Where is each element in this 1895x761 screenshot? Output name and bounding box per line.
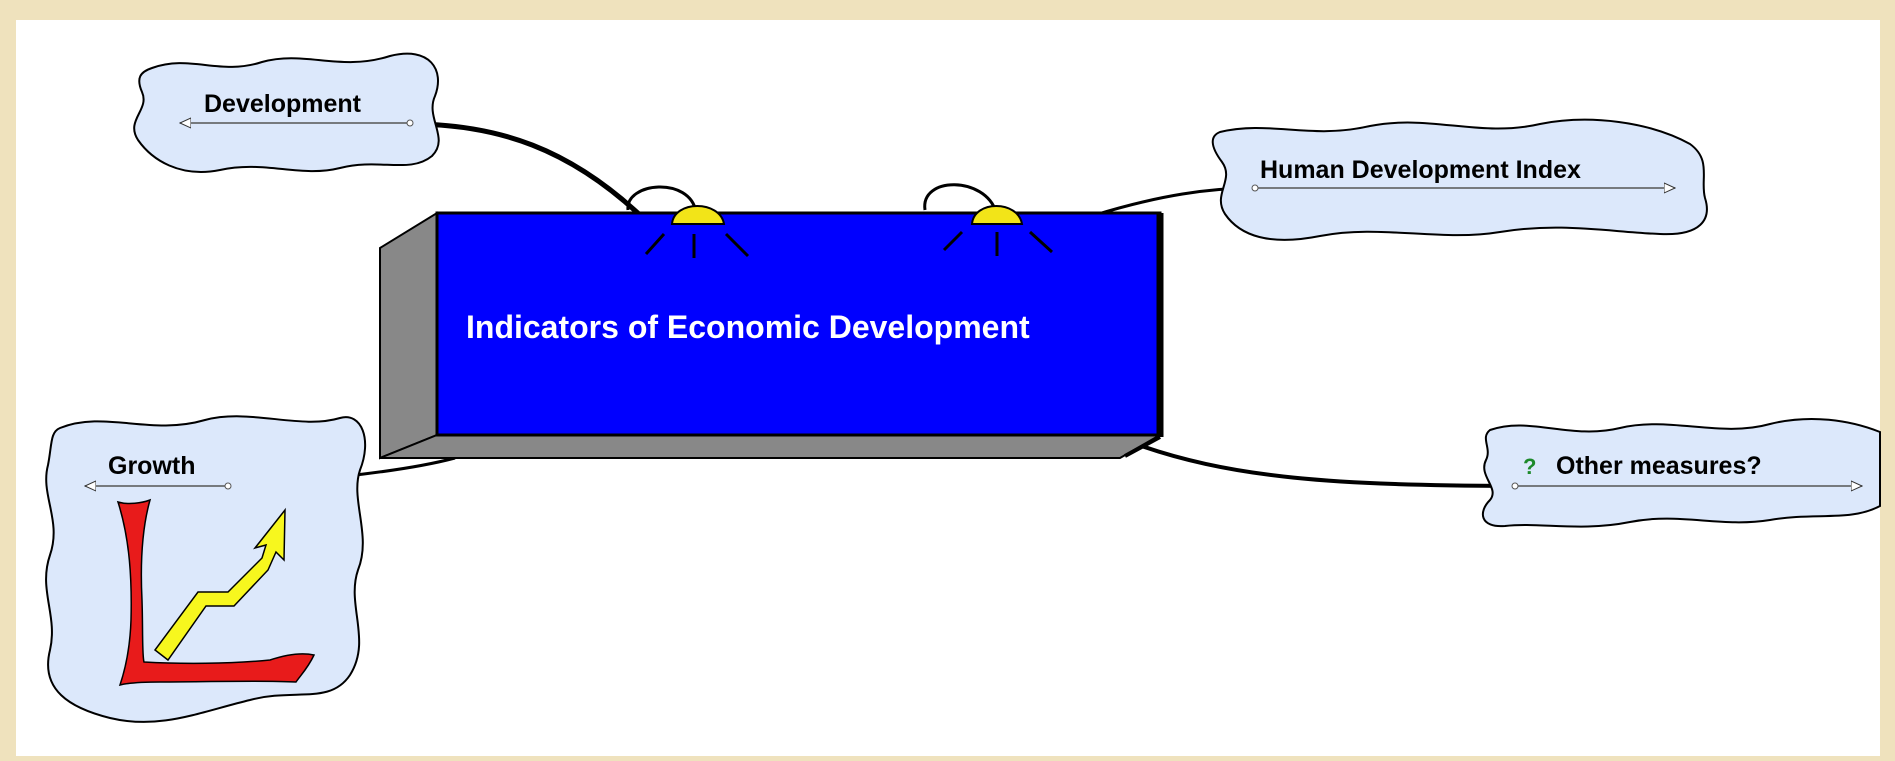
cloud-bubble (1481, 417, 1881, 528)
topic-growth[interactable]: Growth (45, 415, 367, 723)
cloud-bubble (45, 415, 367, 723)
lamp-icon-left (626, 185, 750, 258)
red-axes (116, 498, 316, 687)
lamp-icon-right (923, 183, 1054, 256)
cloud-bubble (133, 52, 440, 173)
box-front (435, 211, 1162, 437)
cloud-bubble (1211, 118, 1708, 241)
box-bottom-side (379, 434, 1164, 459)
topic-label: Growth (108, 452, 196, 480)
growth-chart-icon (116, 498, 316, 687)
question-mark-icon: ? (1523, 454, 1536, 479)
box-left-side (379, 211, 438, 460)
topic-human-development-index[interactable]: Human Development Index (1211, 118, 1708, 241)
central-topic-label: Indicators of Economic Development (466, 309, 1030, 345)
topic-other-measures[interactable]: ? Other measures? (1481, 417, 1881, 528)
yellow-arrow (153, 507, 286, 662)
central-topic[interactable]: Indicators of Economic Development (379, 211, 1164, 460)
topic-label: Human Development Index (1260, 156, 1581, 184)
topic-label: Other measures? (1556, 452, 1762, 480)
topic-development[interactable]: Development (133, 52, 440, 173)
connector-development (409, 121, 642, 217)
topic-label: Development (204, 90, 362, 118)
connector-other-measures (1124, 438, 1516, 488)
